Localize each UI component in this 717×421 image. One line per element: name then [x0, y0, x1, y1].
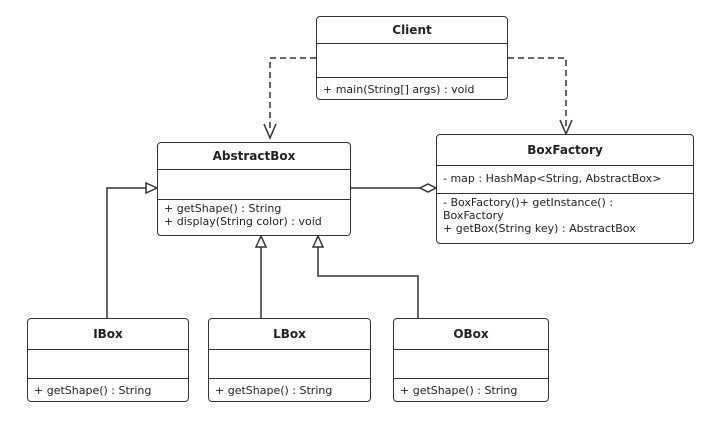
class-name: IBox: [28, 319, 188, 350]
class-name: OBox: [394, 319, 548, 350]
class-abstractbox[interactable]: AbstractBox + getShape() : String + disp…: [157, 142, 351, 236]
dependency-client-boxfactory: [508, 57, 567, 126]
generalization-arrowhead-lbox: [254, 234, 268, 248]
methods-section: + main(String[] args) : void: [317, 77, 507, 98]
methods-section: - BoxFactory()+ getInstance() : BoxFacto…: [437, 193, 693, 237]
method: + display(String color) : void: [164, 215, 322, 228]
class-name: LBox: [209, 319, 370, 350]
attributes-section: [209, 350, 370, 378]
methods-section: + getShape() : String: [209, 378, 370, 399]
method: + main(String[] args) : void: [323, 83, 475, 96]
methods-section: + getShape() : String: [28, 378, 188, 399]
aggregation-diamond: [418, 183, 438, 193]
generalization-obox: [317, 247, 419, 318]
generalization-arrowhead-obox: [311, 234, 325, 248]
attributes-section: [317, 44, 507, 77]
class-lbox[interactable]: LBox + getShape() : String: [208, 318, 371, 402]
method: + getShape() : String: [34, 384, 152, 397]
generalization-ibox: [106, 187, 146, 318]
dependency-arrowhead-abstractbox: [263, 123, 277, 140]
method: + getShape() : String: [400, 384, 518, 397]
methods-section: + getShape() : String: [394, 378, 548, 399]
attributes-section: [158, 170, 350, 199]
method: + getBox(String key) : AbstractBox: [443, 222, 636, 235]
method: - BoxFactory()+ getInstance() :: [443, 196, 614, 209]
class-ibox[interactable]: IBox + getShape() : String: [27, 318, 189, 402]
attributes-section: [28, 350, 188, 378]
class-obox[interactable]: OBox + getShape() : String: [393, 318, 549, 402]
class-client[interactable]: Client + main(String[] args) : void: [316, 16, 508, 100]
class-boxfactory[interactable]: BoxFactory - map : HashMap<String, Abstr…: [436, 134, 694, 244]
dependency-client-abstractbox: [269, 57, 316, 131]
method: + getShape() : String: [164, 202, 282, 215]
attributes-section: - map : HashMap<String, AbstractBox>: [437, 166, 693, 193]
methods-section: + getShape() : String + display(String c…: [158, 199, 350, 230]
class-name: Client: [317, 17, 507, 44]
method: BoxFactory: [443, 209, 504, 222]
class-name: AbstractBox: [158, 143, 350, 170]
generalization-arrowhead-ibox: [145, 181, 159, 195]
attributes-section: [394, 350, 548, 378]
class-name: BoxFactory: [437, 135, 693, 166]
method: + getShape() : String: [215, 384, 333, 397]
attribute: - map : HashMap<String, AbstractBox>: [443, 172, 662, 185]
